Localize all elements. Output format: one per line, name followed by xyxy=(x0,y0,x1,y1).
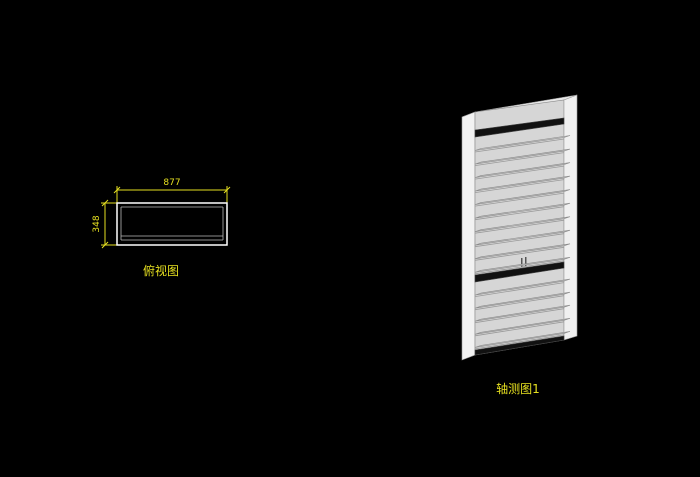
top-view: 877 348 俯视图 xyxy=(92,178,231,278)
upper-shelf-edge-4 xyxy=(474,179,565,193)
upper-shelf-edge-1 xyxy=(474,138,565,153)
lower-shelf-5 xyxy=(474,331,571,348)
depth-tick-top xyxy=(101,199,109,207)
upper-shelf-1 xyxy=(474,135,571,151)
axonometric-view: 轴测图1 xyxy=(461,94,578,396)
upper-shelf-4 xyxy=(474,175,571,192)
lower-shelf-1 xyxy=(474,278,571,296)
depth-tick-bottom xyxy=(101,241,109,249)
width-tick-left xyxy=(113,186,121,194)
upper-shelf-5 xyxy=(474,189,571,205)
upper-shelf-edge-8 xyxy=(474,233,565,248)
bottom-plinth xyxy=(474,335,565,356)
cabinet-plan-outline xyxy=(116,202,228,246)
upper-shelf-3 xyxy=(474,162,571,178)
axonometric-caption: 轴测图1 xyxy=(496,381,540,396)
upper-shelf-edge-10 xyxy=(474,260,565,275)
lower-shelf-edge-3 xyxy=(474,308,565,324)
lower-shelf-edge-5 xyxy=(474,334,565,350)
lower-shelf-4 xyxy=(474,318,571,335)
upper-shelf-edge-5 xyxy=(474,192,565,207)
upper-shelf-edge-6 xyxy=(474,206,565,221)
upper-shelf-9 xyxy=(474,243,571,260)
width-tick-right xyxy=(223,186,231,194)
door-handle-left xyxy=(521,258,523,267)
upper-shelf-6 xyxy=(474,202,571,219)
upper-shelves xyxy=(474,135,571,275)
lower-shelf-edge-4 xyxy=(474,321,565,337)
upper-shelf-10 xyxy=(474,257,571,273)
upper-shelf-2 xyxy=(474,148,571,165)
door-handle-right xyxy=(525,257,527,266)
lower-shelf-2 xyxy=(474,291,571,309)
top-view-caption: 俯视图 xyxy=(143,263,179,278)
middle-divider-band xyxy=(474,261,565,283)
lower-shelf-edge-2 xyxy=(474,295,565,311)
width-dimension-label: 877 xyxy=(163,178,180,188)
upper-shelf-edge-7 xyxy=(474,219,565,234)
lower-shelf-3 xyxy=(474,304,571,322)
cabinet-left-side xyxy=(461,111,476,361)
upper-shelf-edge-3 xyxy=(474,165,565,180)
width-dimension: 877 xyxy=(113,178,231,203)
depth-dimension-label: 348 xyxy=(92,215,102,232)
upper-shelf-7 xyxy=(474,216,571,232)
lower-shelf-edge-1 xyxy=(474,282,565,297)
depth-dimension: 348 xyxy=(92,199,117,249)
upper-shelf-8 xyxy=(474,229,571,246)
upper-shelf-edge-2 xyxy=(474,152,565,166)
lower-shelves xyxy=(474,278,571,350)
cabinet-right-side xyxy=(563,94,578,341)
upper-shelf-edge-9 xyxy=(474,246,565,261)
top-header-band xyxy=(474,117,565,138)
